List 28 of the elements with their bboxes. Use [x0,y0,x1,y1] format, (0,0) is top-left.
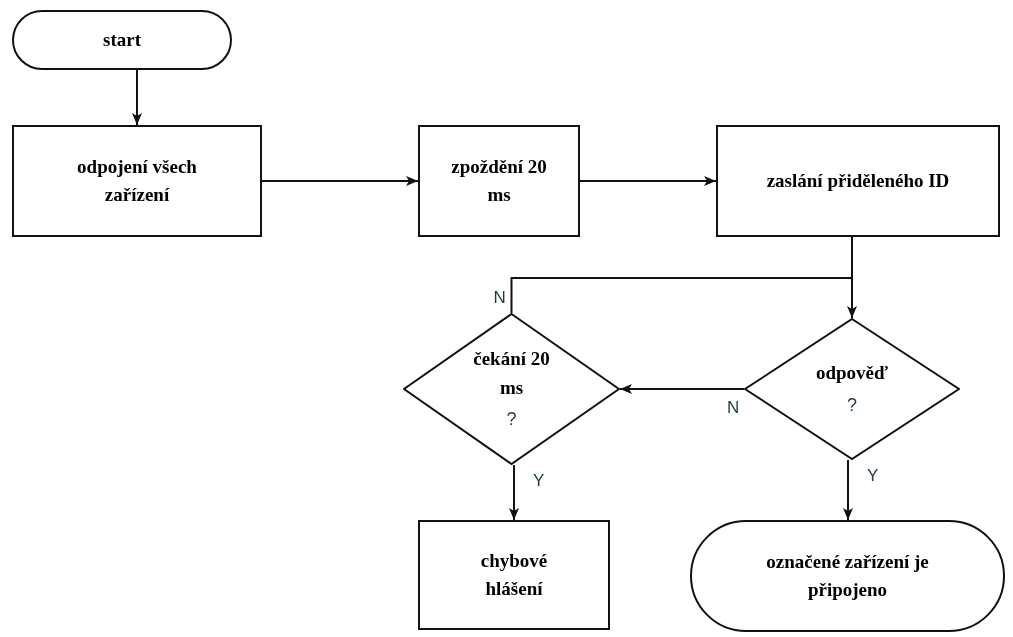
arrow [510,277,857,319]
node-label: označené zařízení je připojeno [765,549,930,602]
process-box [418,520,610,630]
process-box [418,125,580,237]
arrow [619,384,745,394]
arrow [843,459,853,521]
node-label: zpoždění 20 ms [450,154,548,207]
terminal-shape [12,10,232,70]
decision-diamond [744,318,960,460]
node-label: start [103,27,141,52]
process-box [716,125,1000,237]
node-label: zaslání přiděleného ID [766,168,950,193]
question-mark: ? [847,393,857,417]
arrow [509,464,519,521]
arrow [261,176,419,186]
process-box [12,125,262,237]
node-label: odpověď [816,361,888,386]
edge-label: N [726,399,741,416]
arrow [579,176,717,186]
node-label: chybové hlášení [479,548,549,601]
node-label: čekání 20 ms [472,347,551,400]
edge-label: Y [532,472,546,489]
arrow [132,69,142,126]
question-mark: ? [506,408,517,431]
edge-label: N [492,289,507,306]
edge-label: Y [866,467,880,484]
node-label: odpojení všech zařízení [76,154,198,207]
decision-diamond [403,313,620,465]
